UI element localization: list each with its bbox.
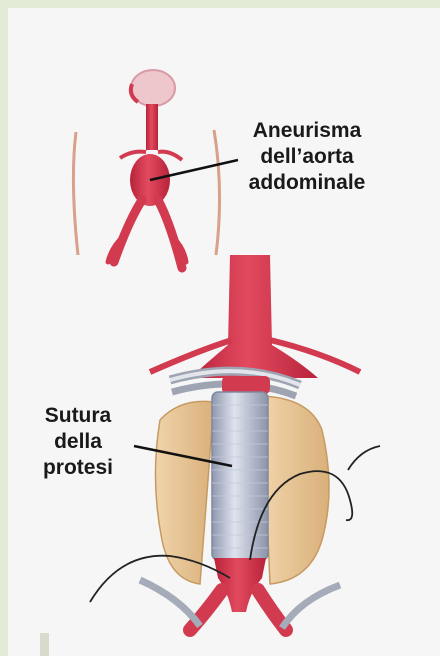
suture-label-line-2: della — [26, 429, 130, 455]
footer-marker — [40, 633, 49, 656]
suture-label: Sutura della protesi — [26, 403, 130, 481]
body-outline-left — [73, 132, 78, 255]
aorta-upper — [146, 104, 158, 150]
tissue-right — [262, 396, 329, 584]
aorta-proximal — [190, 255, 318, 378]
body-outline-right — [214, 130, 220, 255]
graft-illustration — [90, 255, 380, 630]
suture-label-line-1: Sutura — [26, 403, 130, 429]
aneurysm-label: Aneurisma dell’aorta addominale — [232, 118, 382, 196]
suture-label-line-3: protesi — [26, 455, 130, 481]
suture-thread-icon — [90, 556, 230, 602]
iliac-right — [158, 200, 182, 268]
aneurysm-label-line-3: addominale — [232, 170, 382, 196]
iliac-left — [114, 200, 142, 262]
renal-branch-right — [158, 152, 182, 160]
aneurysm-label-line-1: Aneurisma — [232, 118, 382, 144]
aneurysm-label-line-2: dell’aorta — [232, 144, 382, 170]
